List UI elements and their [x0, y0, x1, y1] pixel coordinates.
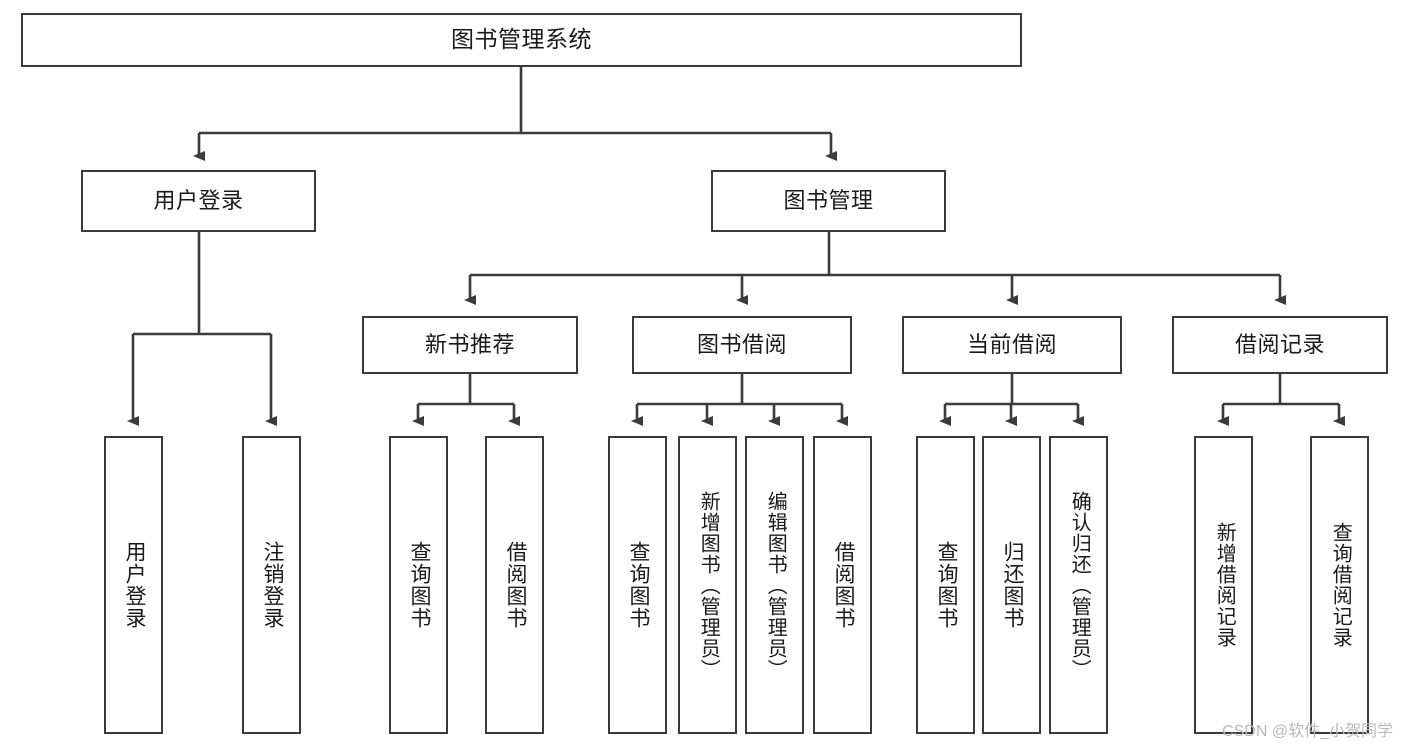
- node-label: 借阅记录: [1234, 331, 1325, 357]
- leaf-add-book-admin[interactable]: 新增图书（管理员）: [678, 436, 737, 734]
- node-label: 查询图书: [626, 541, 650, 629]
- node-new-book-recommend[interactable]: 新书推荐: [362, 316, 578, 374]
- node-user-login[interactable]: 用户登录: [81, 170, 316, 232]
- node-label: 归还图书: [1000, 541, 1024, 629]
- node-label: 图书借阅: [696, 331, 787, 357]
- node-root-system[interactable]: 图书管理系统: [21, 13, 1022, 67]
- node-label: 查询借阅记录: [1329, 522, 1352, 648]
- node-label: 用户登录: [153, 187, 244, 213]
- leaf-borrow-book[interactable]: 借阅图书: [813, 436, 872, 734]
- leaf-user-login[interactable]: 用户登录: [104, 436, 163, 734]
- node-label: 新增借阅记录: [1213, 522, 1236, 648]
- node-label: 确认归还（管理员）: [1068, 490, 1091, 680]
- node-label: 查询图书: [934, 541, 958, 629]
- node-label: 编辑图书（管理员）: [764, 490, 787, 680]
- leaf-add-borrow-record[interactable]: 新增借阅记录: [1194, 436, 1253, 734]
- leaf-logout[interactable]: 注销登录: [242, 436, 301, 734]
- leaf-query-borrow-record[interactable]: 查询借阅记录: [1310, 436, 1369, 734]
- leaf-confirm-return-admin[interactable]: 确认归还（管理员）: [1049, 436, 1108, 734]
- node-book-management[interactable]: 图书管理: [711, 170, 946, 232]
- node-borrow-record[interactable]: 借阅记录: [1172, 316, 1388, 374]
- leaf-search-book-borrow[interactable]: 查询图书: [608, 436, 667, 734]
- leaf-edit-book-admin[interactable]: 编辑图书（管理员）: [745, 436, 804, 734]
- node-label: 当前借阅: [966, 331, 1057, 357]
- node-label: 借阅图书: [503, 541, 527, 629]
- leaf-return-book[interactable]: 归还图书: [982, 436, 1041, 734]
- node-label: 新增图书（管理员）: [697, 490, 720, 680]
- leaf-search-book-new[interactable]: 查询图书: [389, 436, 448, 734]
- leaf-borrow-book-new[interactable]: 借阅图书: [485, 436, 544, 734]
- node-label: 新书推荐: [424, 331, 515, 357]
- node-book-borrow[interactable]: 图书借阅: [632, 316, 852, 374]
- node-label: 借阅图书: [831, 541, 855, 629]
- watermark: CSDN @软件_小贺同学: [1222, 723, 1393, 740]
- node-label: 图书管理: [783, 187, 874, 213]
- node-label: 用户登录: [122, 541, 146, 629]
- node-label: 图书管理系统: [451, 26, 592, 53]
- leaf-search-book-current[interactable]: 查询图书: [916, 436, 975, 734]
- node-label: 查询图书: [407, 541, 431, 629]
- node-label: 注销登录: [260, 541, 284, 629]
- node-current-borrow[interactable]: 当前借阅: [902, 316, 1122, 374]
